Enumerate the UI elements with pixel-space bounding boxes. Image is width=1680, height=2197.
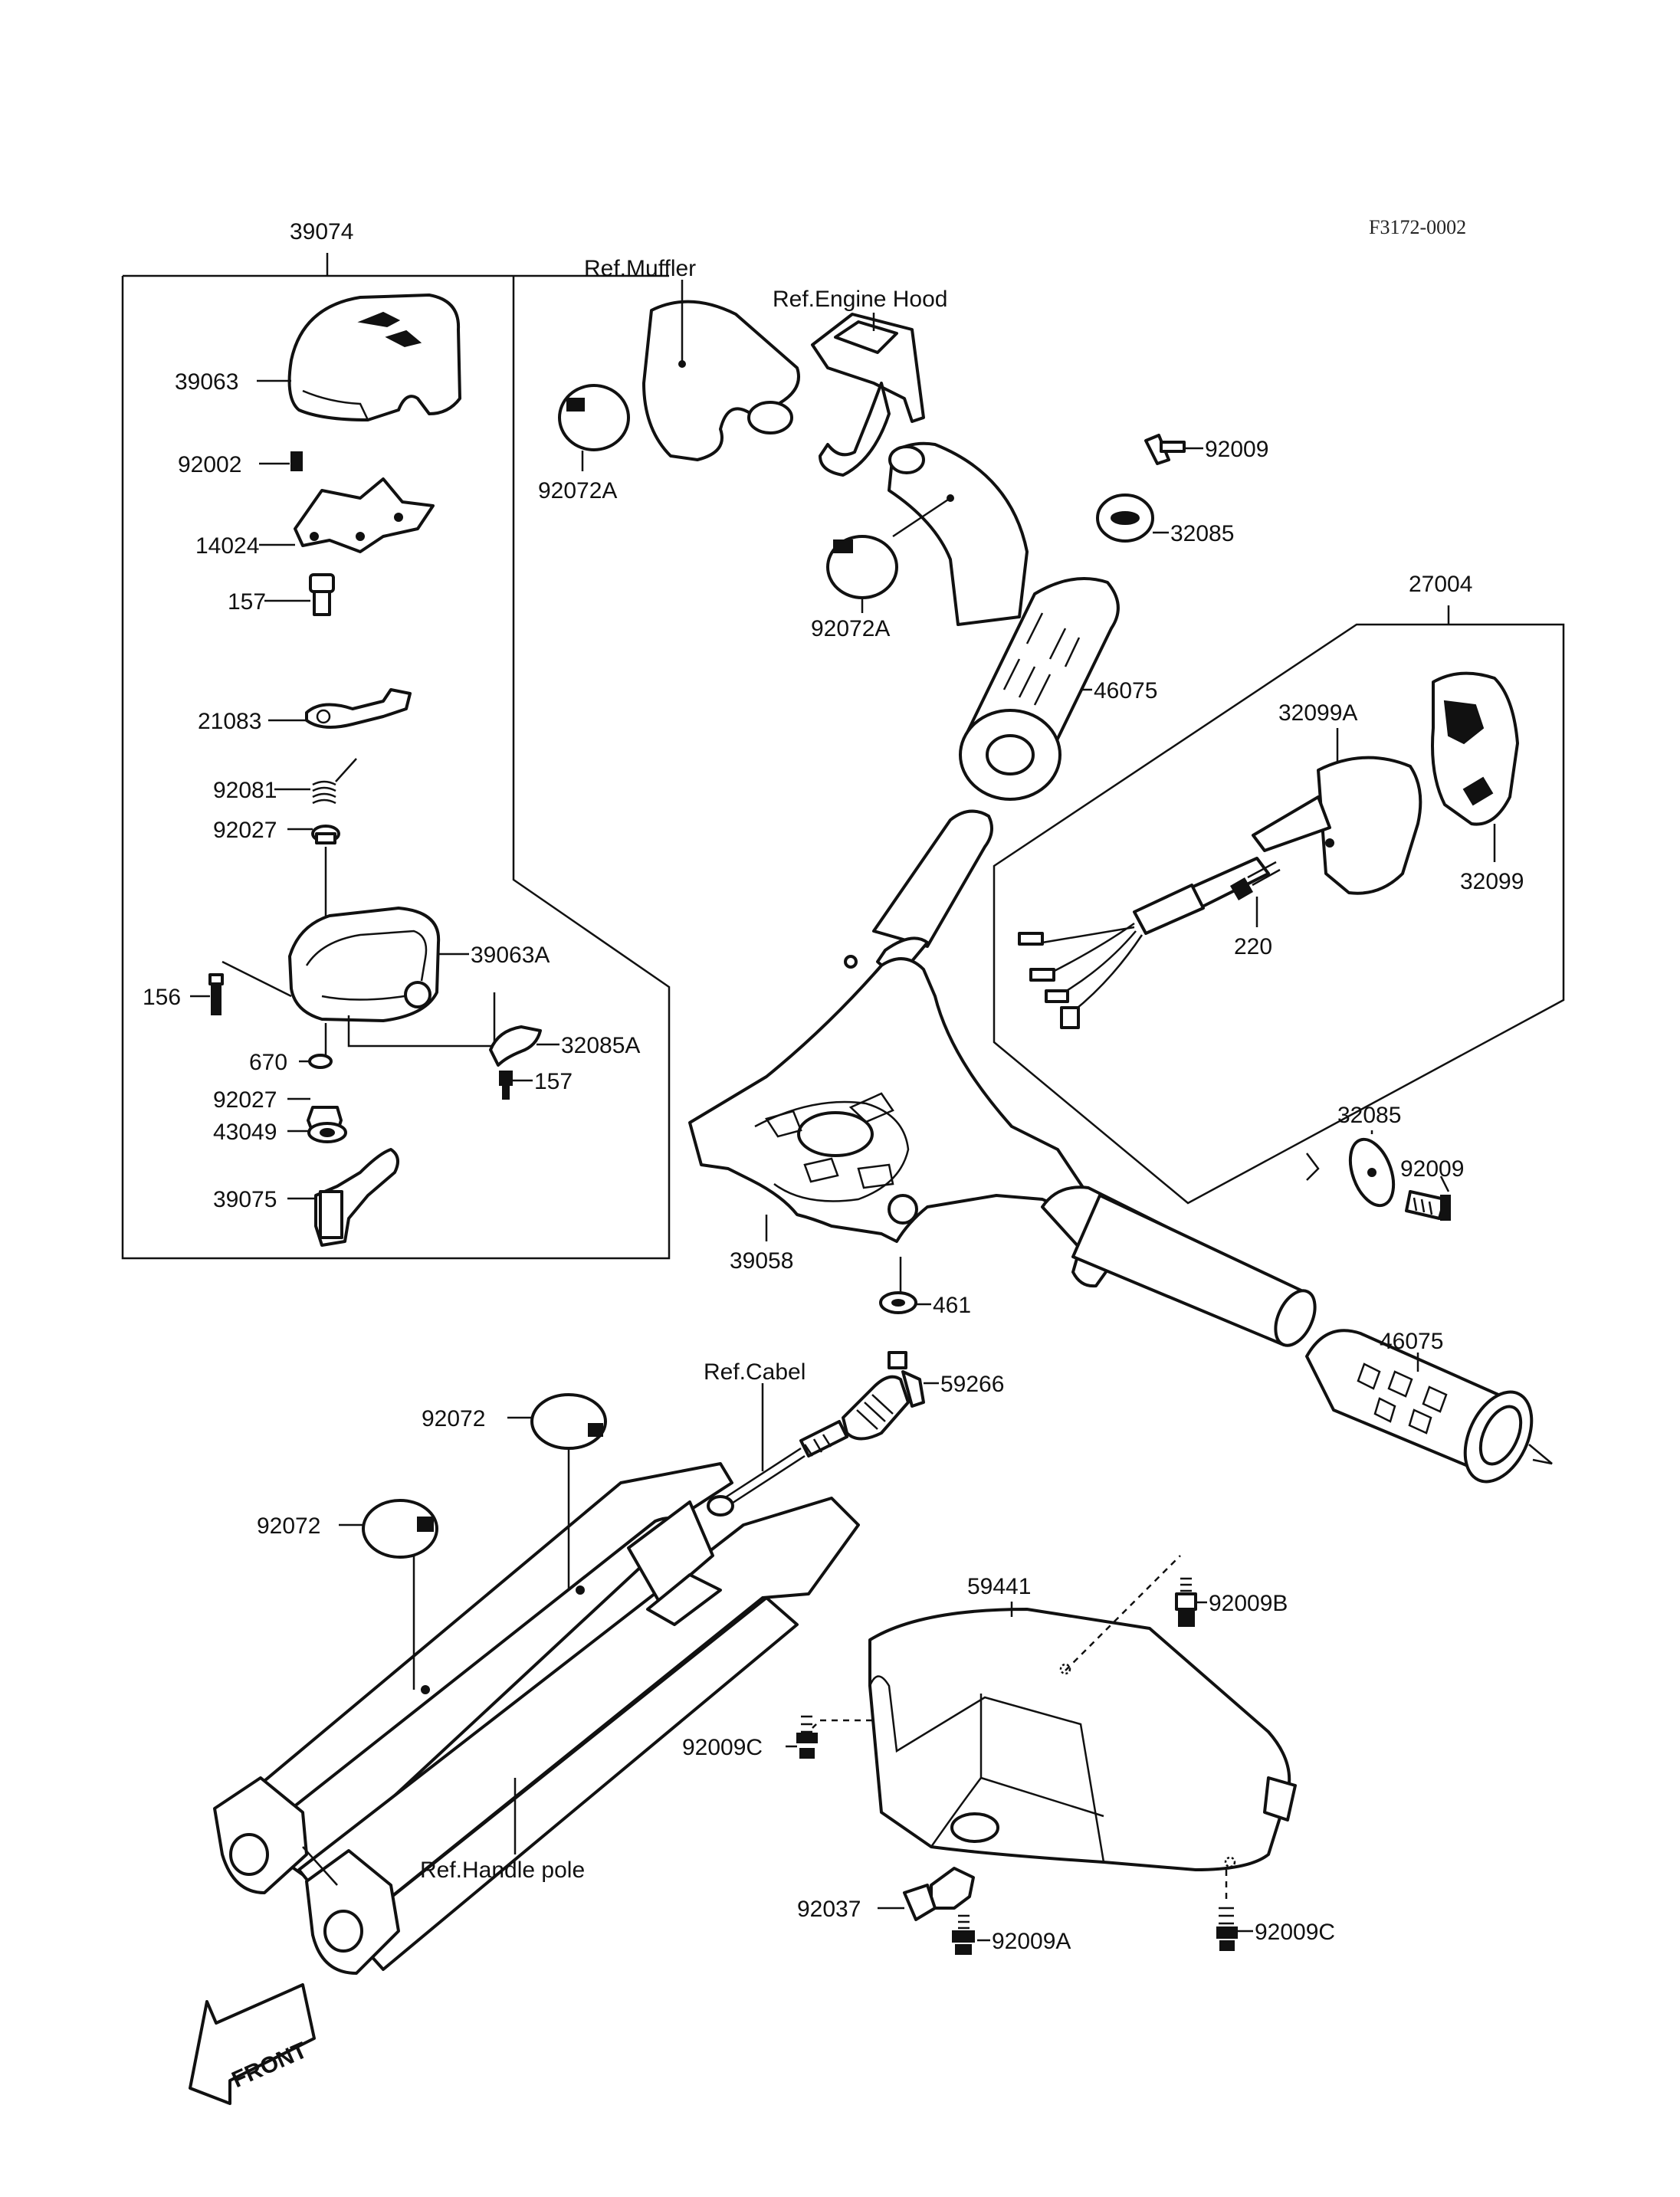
cap-32085-right: 32085 xyxy=(1306,1103,1401,1208)
engine-hood-bracket: Ref.Engine Hood xyxy=(773,287,948,477)
screw-92009A: 92009A xyxy=(952,1914,1071,1955)
label-ref-muffler: Ref.Muffler xyxy=(584,256,696,281)
cable: Ref.Cabel xyxy=(704,1359,848,1517)
switch-housing-32099A: 32099A xyxy=(1252,700,1422,895)
label-92027-bottom: 92027 xyxy=(213,1087,277,1113)
label-92009B: 92009B xyxy=(1209,1591,1288,1616)
label-21083: 21083 xyxy=(198,709,261,734)
cable-joint-59266: 59266 xyxy=(842,1351,1004,1441)
cover-39063: 39063 xyxy=(175,293,461,421)
washer-92027-top: 92027 xyxy=(213,818,340,844)
label-157-bottom: 157 xyxy=(534,1069,573,1094)
label-92027-top: 92027 xyxy=(213,818,277,843)
label-39063: 39063 xyxy=(175,369,238,395)
screw-220: 220 xyxy=(1229,861,1281,959)
hose-clamp-92072A-bottom: 92072A xyxy=(811,535,898,641)
label-32085-upper: 32085 xyxy=(1170,521,1234,546)
wiring-harness xyxy=(1018,857,1270,1029)
label-39063A: 39063A xyxy=(471,943,550,968)
label-92037: 92037 xyxy=(797,1897,861,1922)
screw-92009-upper: 92009 xyxy=(1144,434,1268,465)
label-59266: 59266 xyxy=(940,1372,1004,1397)
label-ref-handle-pole: Ref.Handle pole xyxy=(420,1858,585,1883)
screw-92009C-right: 92009C xyxy=(1216,1870,1335,1951)
label-32099A: 32099A xyxy=(1278,700,1357,726)
grip-46075-lower: 46075 xyxy=(1305,1329,1553,1484)
cover-59441: 59441 xyxy=(812,1555,1297,1871)
lever-39075: 39075 xyxy=(213,1148,399,1247)
bolt-157-top: 157 xyxy=(228,573,335,616)
handlebar-39058: 39058 xyxy=(688,809,1317,1347)
label-670: 670 xyxy=(249,1050,287,1075)
label-461: 461 xyxy=(933,1293,971,1318)
spring-92081: 92081 xyxy=(213,758,357,805)
screw-92009C-left: 92009C xyxy=(682,1715,818,1760)
label-46075-lower: 46075 xyxy=(1380,1329,1443,1354)
assembly-box-27004: 27004 xyxy=(993,572,1565,1205)
screw-92009-right: 92009 xyxy=(1400,1156,1464,1221)
handle-pole: Ref.Handle pole xyxy=(213,1462,860,1975)
label-92072A-bottom: 92072A xyxy=(811,616,890,641)
clamp-92072-lower: 92072 xyxy=(257,1499,438,1690)
label-92009A: 92009A xyxy=(992,1929,1071,1954)
label-27004: 27004 xyxy=(1409,572,1472,597)
screw-92002: 92002 xyxy=(178,451,303,477)
label-92072A-top: 92072A xyxy=(538,478,617,503)
label-14024: 14024 xyxy=(195,533,259,559)
label-156: 156 xyxy=(143,985,181,1010)
muffler-hose: Ref.Muffler xyxy=(584,256,800,461)
label-43049: 43049 xyxy=(213,1120,277,1145)
clamp-92072-upper: 92072 xyxy=(422,1393,607,1590)
washer-43049: 43049 xyxy=(213,1120,347,1145)
elbow-hose xyxy=(888,441,1029,626)
cap-32085-upper: 32085 xyxy=(1096,494,1234,546)
label-ref-engine-hood: Ref.Engine Hood xyxy=(773,287,948,312)
label-92072-upper: 92072 xyxy=(422,1406,485,1431)
label-32085-right: 32085 xyxy=(1337,1103,1401,1128)
bracket-32085A: 32085A xyxy=(347,992,640,1067)
assembly-box-39074: 39074 xyxy=(121,219,671,1260)
label-46075-upper: 46075 xyxy=(1094,678,1157,703)
label-59441: 59441 xyxy=(967,1574,1031,1599)
label-92002: 92002 xyxy=(178,452,241,477)
plate-21083: 21083 xyxy=(198,688,412,734)
label-92009C-left: 92009C xyxy=(682,1735,763,1760)
gasket-14024: 14024 xyxy=(195,477,435,559)
front-arrow-icon: FRONT xyxy=(189,1983,316,2105)
oring-670: 670 xyxy=(249,1023,333,1075)
screw-156: 156 xyxy=(143,960,292,1015)
label-92072-lower: 92072 xyxy=(257,1513,320,1539)
bolt-157-bottom: 157 xyxy=(499,1069,573,1100)
label-92081: 92081 xyxy=(213,778,277,803)
label-92009-upper: 92009 xyxy=(1205,437,1268,462)
label-157-top: 157 xyxy=(228,589,266,615)
label-39075: 39075 xyxy=(213,1187,277,1212)
label-32085A: 32085A xyxy=(561,1033,640,1058)
washer-461: 461 xyxy=(879,1257,971,1318)
screw-92009B: 92009B xyxy=(1175,1577,1288,1627)
diagram-code: F3172-0002 xyxy=(1369,216,1466,238)
label-220: 220 xyxy=(1234,934,1272,959)
hose-clamp-92072A-top: 92072A xyxy=(538,384,630,503)
switch-cover-32099: 32099 xyxy=(1431,671,1524,894)
clip-92037: 92037 xyxy=(797,1867,975,1922)
label-39074: 39074 xyxy=(290,219,353,244)
label-ref-cabel: Ref.Cabel xyxy=(704,1359,806,1385)
label-39058: 39058 xyxy=(730,1248,793,1274)
grip-46075-upper: 46075 xyxy=(959,577,1157,801)
label-92009-right: 92009 xyxy=(1400,1156,1464,1182)
label-32099: 32099 xyxy=(1460,869,1524,894)
label-92009C-right: 92009C xyxy=(1255,1920,1335,1945)
housing-39063A: 39063A xyxy=(288,847,550,1022)
